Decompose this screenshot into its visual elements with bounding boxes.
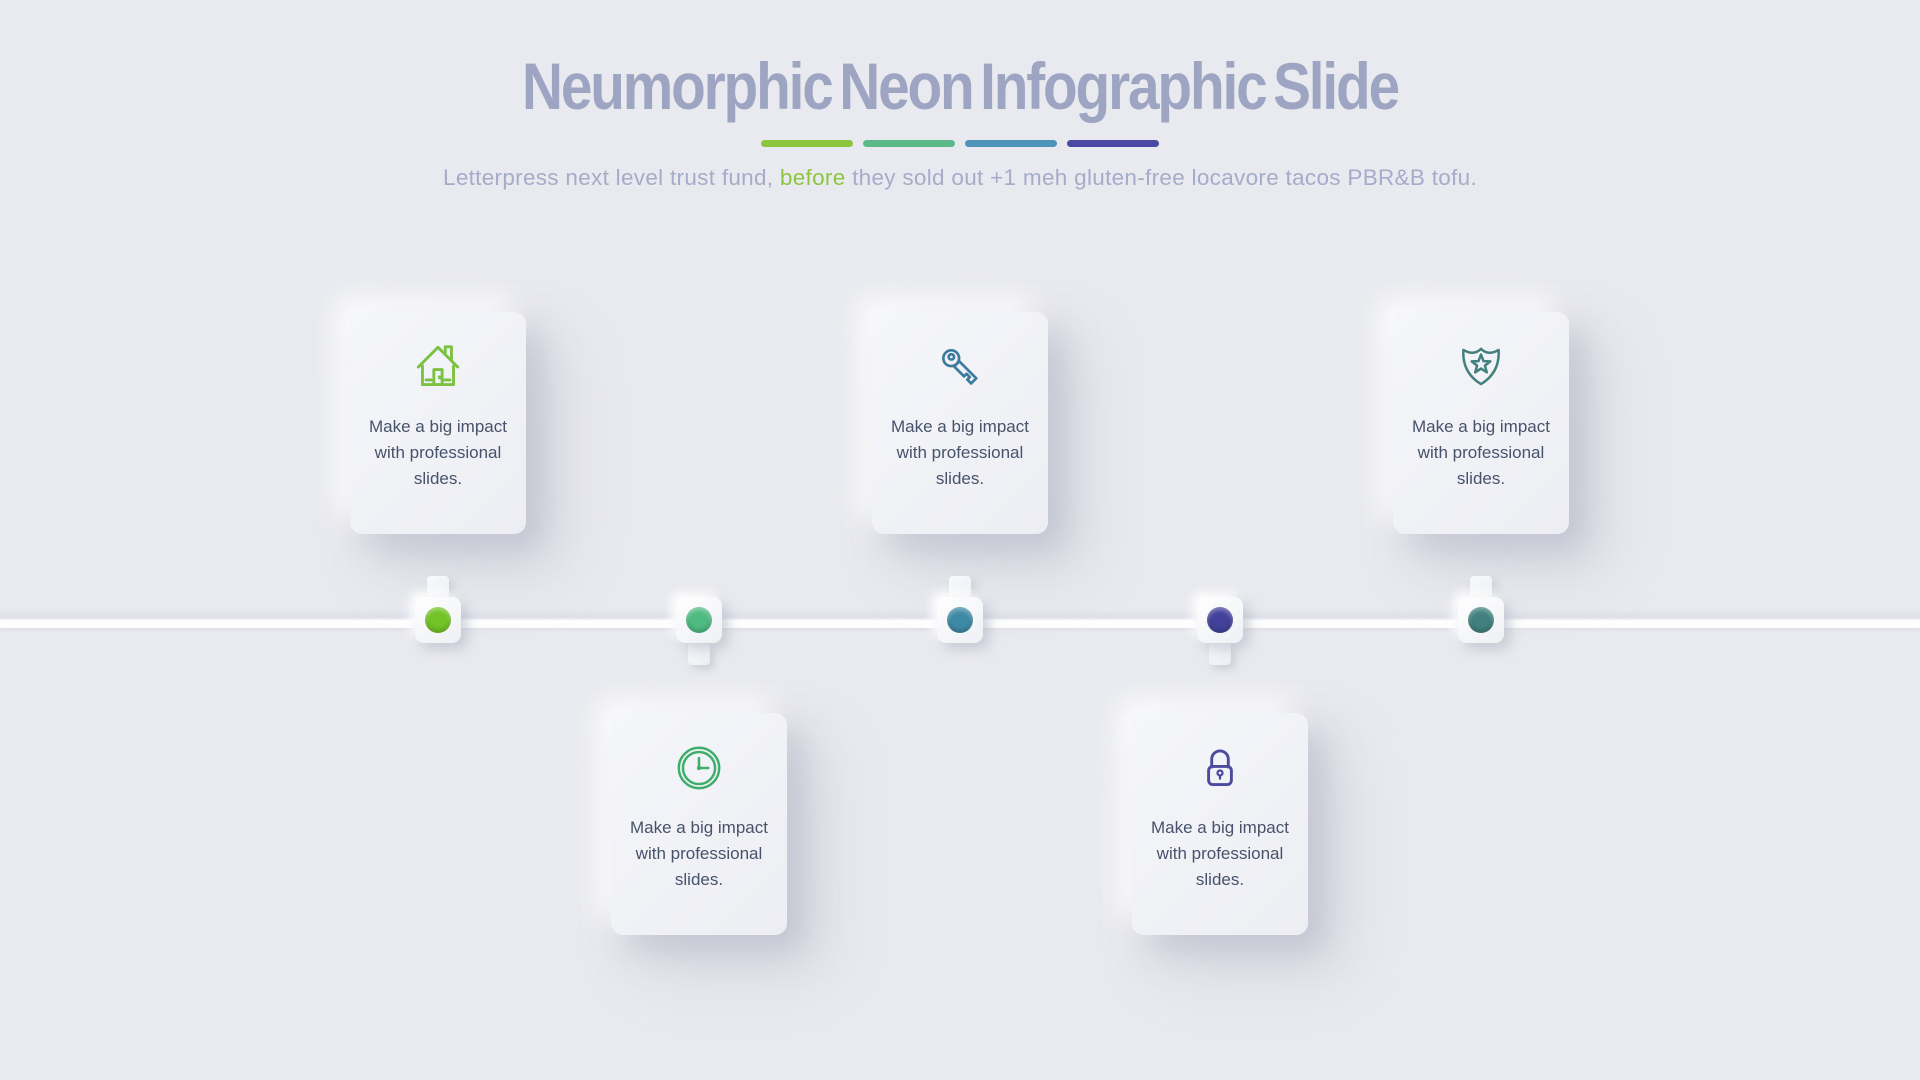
card-text-line: with professional <box>374 443 502 462</box>
accent-bar-teal <box>863 140 955 147</box>
timeline-dot-4 <box>1207 607 1233 633</box>
page-title: Neumorphic Neon Infographic Slide <box>521 49 1400 123</box>
timeline-item-5: Make a big impact with professional slid… <box>1351 0 1611 1080</box>
timeline-item-1: Make a big impact with professional slid… <box>308 0 568 1080</box>
timeline-item-2: Make a big impact with professional slid… <box>569 0 829 1080</box>
timeline-node-2 <box>676 597 722 643</box>
info-card-1: Make a big impact with professional slid… <box>350 312 526 534</box>
card-text-line: slides. <box>413 469 463 488</box>
card-text-line: slides. <box>1456 469 1506 488</box>
card-text-line: Make a big impact <box>630 818 768 837</box>
card-text-line: with professional <box>896 443 1024 462</box>
subtitle: Letterpress next level trust fund, befor… <box>0 162 1920 194</box>
key-icon <box>941 348 978 385</box>
timeline-node-5 <box>1458 597 1504 643</box>
shield-icon <box>1462 347 1500 386</box>
accent-bar-green <box>761 140 853 147</box>
card-text-line: Make a big impact <box>1151 818 1289 837</box>
info-card-2: Make a big impact with professional slid… <box>611 713 787 935</box>
card-text-line: with professional <box>1417 443 1545 462</box>
card-text: Make a big impact with professional slid… <box>369 414 507 492</box>
card-text: Make a big impact with professional slid… <box>891 414 1029 492</box>
info-card-3: Make a big impact with professional slid… <box>872 312 1048 534</box>
clock-icon <box>677 746 721 790</box>
timeline-node-4 <box>1197 597 1243 643</box>
card-text: Make a big impact with professional slid… <box>1151 815 1289 893</box>
connector-tab <box>688 643 710 665</box>
card-text-line: Make a big impact <box>369 417 507 436</box>
card-text-line: with professional <box>1156 844 1284 863</box>
timeline-node-1 <box>415 597 461 643</box>
timeline-item-3: Make a big impact with professional slid… <box>830 0 1090 1080</box>
timeline-dot-2 <box>686 607 712 633</box>
accent-bar-indigo <box>1067 140 1159 147</box>
house-icon <box>416 345 460 387</box>
connector-tab <box>427 576 449 598</box>
timeline-dot-5 <box>1468 607 1494 633</box>
accent-bar-blue <box>965 140 1057 147</box>
connector-tab <box>1209 643 1231 665</box>
card-text-line: slides. <box>1195 870 1245 889</box>
subtitle-highlight: before <box>779 165 846 190</box>
card-text-line: Make a big impact <box>891 417 1029 436</box>
timeline-dot-1 <box>425 607 451 633</box>
connector-tab <box>949 576 971 598</box>
info-card-4: Make a big impact with professional slid… <box>1132 713 1308 935</box>
subtitle-text-2: they sold out +1 meh gluten-free locavor… <box>845 165 1477 190</box>
timeline-dot-3 <box>947 607 973 633</box>
timeline-item-4: Make a big impact with professional slid… <box>1090 0 1350 1080</box>
card-text: Make a big impact with professional slid… <box>1412 414 1550 492</box>
card-text-line: slides. <box>674 870 724 889</box>
card-text-line: slides. <box>935 469 985 488</box>
timeline-node-3 <box>937 597 983 643</box>
card-text-line: with professional <box>635 844 763 863</box>
subtitle-text-1: Letterpress next level trust fund, <box>443 165 780 190</box>
card-text-line: Make a big impact <box>1412 417 1550 436</box>
card-text: Make a big impact with professional slid… <box>630 815 768 893</box>
lock-icon <box>1207 749 1233 787</box>
info-card-5: Make a big impact with professional slid… <box>1393 312 1569 534</box>
accent-bars <box>0 140 1920 147</box>
connector-tab <box>1470 576 1492 598</box>
